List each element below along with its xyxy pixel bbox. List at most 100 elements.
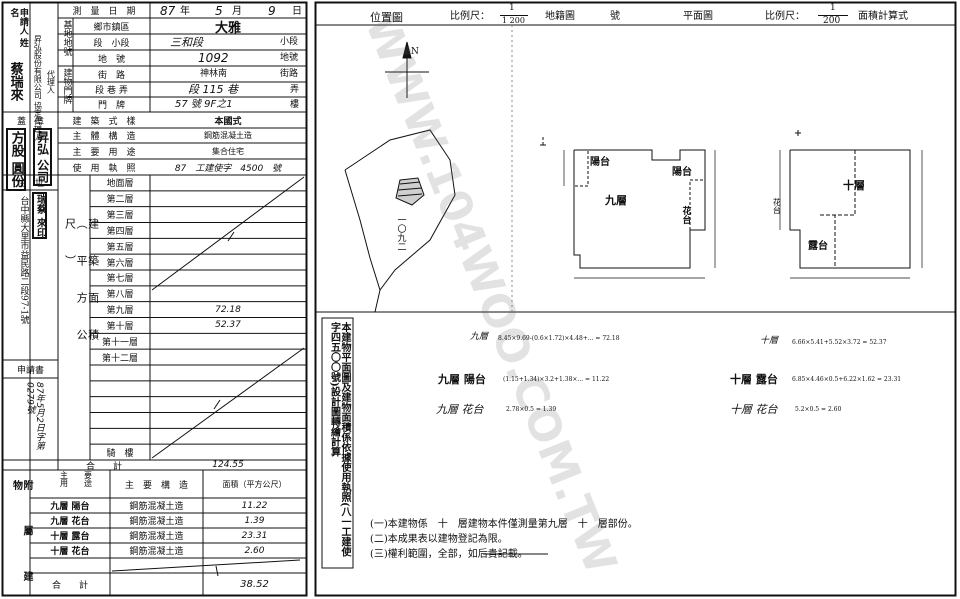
floor-area-value bbox=[150, 397, 306, 413]
floor-name bbox=[90, 365, 150, 381]
scale-den-2: 200 bbox=[823, 16, 841, 26]
terr10-label: 十層 露台 bbox=[730, 373, 778, 386]
location-label: 位置圖 bbox=[370, 11, 403, 24]
floor-area-value: 52.37 bbox=[215, 320, 241, 331]
floor-name: 第十層 bbox=[106, 321, 134, 332]
agent-note: 昇弘股份有限公司 協定代理人 bbox=[33, 35, 43, 142]
floor-name bbox=[90, 381, 150, 397]
main-use-label: 主 要 用 途 bbox=[72, 147, 136, 158]
floor-area-value bbox=[150, 270, 306, 286]
floor-name bbox=[90, 428, 150, 444]
acc-struct: 鋼筋混凝土造 bbox=[129, 532, 184, 542]
floor-name: 第六層 bbox=[106, 258, 134, 269]
floor-area-value bbox=[150, 381, 306, 397]
lane-label: 段 巷 弄 bbox=[95, 86, 128, 96]
watermark: WWW.104WOO.COM.TW bbox=[355, 7, 626, 581]
plan10-center: 十層 bbox=[843, 179, 865, 192]
watermark-text: WWW.104WOO.COM.TW bbox=[355, 7, 626, 581]
flw10-label: 十層 花台 bbox=[730, 403, 778, 416]
main-structure-label: 主 體 構 造 bbox=[72, 132, 136, 142]
calc-9-formula: 8.45×9.69-(0.6×1.72)×4.48+... = 72.18 bbox=[498, 335, 620, 342]
base-lot-label: 基地地號 bbox=[61, 20, 72, 56]
acc-area: 1.39 bbox=[244, 515, 265, 526]
agent-label: 代理人 bbox=[46, 70, 56, 94]
floor-area-value bbox=[150, 238, 306, 254]
building-style-label: 建 築 式 樣 bbox=[72, 116, 136, 127]
number-label: 門 牌 bbox=[97, 101, 125, 111]
terr10-formula: 6.85×4.46×0.5+6.22×1.62 = 23.31 bbox=[792, 376, 902, 383]
lane-value: 段 115 巷 bbox=[188, 83, 238, 96]
survey-day-unit: 日 bbox=[292, 6, 302, 17]
floor-area-value bbox=[150, 207, 306, 223]
scale-bar-1 bbox=[500, 15, 528, 16]
applicant-name: 蔡瑞來 bbox=[7, 62, 23, 101]
floor-area-value bbox=[150, 333, 306, 349]
flw9-label: 九層 花台 bbox=[436, 403, 484, 416]
plan9-balcony-right: 陽台 bbox=[672, 167, 692, 178]
street-label: 街 路 bbox=[97, 70, 125, 81]
plan9-center: 九層 bbox=[605, 194, 627, 207]
acc-head-area: 面積（平方公尺） bbox=[222, 479, 287, 489]
stamp-personal: 瑞蔡 來印 bbox=[32, 192, 47, 240]
acc-area: 11.22 bbox=[241, 500, 268, 511]
floor-area-value bbox=[150, 365, 306, 381]
floor-name: 第九層 bbox=[106, 306, 134, 317]
acc-struct: 鋼筋混凝土造 bbox=[129, 547, 184, 557]
number-unit: 樓 bbox=[290, 100, 300, 110]
accessory-label: 附 屬 建 物 bbox=[10, 480, 33, 597]
north-label: N bbox=[411, 47, 419, 57]
stamp-vertical: 本建物平面圖及建物面積係依據使用執照(八一工建使字四五〇〇號)設計圖轉繪計算 bbox=[328, 322, 351, 557]
acc-struct: 鋼筋混凝土造 bbox=[129, 517, 184, 527]
bal9-label: 九層 陽台 bbox=[438, 373, 486, 386]
applicant-header: 申請人 姓 名 bbox=[8, 8, 28, 57]
acc-area: 2.60 bbox=[244, 545, 265, 556]
number-value: 57 號 9F之1 bbox=[175, 99, 233, 110]
stamp-company-2: 昇弘 公司 bbox=[33, 128, 52, 187]
floor-name: 第十一層 bbox=[101, 337, 138, 348]
lot-label: 地 號 bbox=[97, 54, 125, 65]
plan-label: 平面圖 bbox=[683, 11, 713, 22]
scale-bar-2 bbox=[818, 15, 848, 16]
calc-10-label: 十層 bbox=[760, 336, 779, 346]
survey-date-label: 測 量 日 期 bbox=[72, 7, 136, 17]
acc-total-label: 合 計 bbox=[51, 580, 88, 591]
address-value: 台中縣大里市益民路二段97-1號 bbox=[18, 196, 29, 325]
application-label: 申請書 bbox=[16, 365, 44, 376]
lot-unit: 地號 bbox=[280, 53, 299, 63]
section-unit: 小段 bbox=[280, 37, 299, 47]
floor-area-value bbox=[150, 223, 306, 239]
section-label: 段 小段 bbox=[93, 38, 130, 49]
note-3: (三)權利範圍，全部，如后貴記載。 bbox=[370, 549, 528, 560]
survey-month: 5 bbox=[215, 4, 223, 18]
permit-label: 使 用 執 照 bbox=[72, 163, 136, 174]
floor-name: 第三層 bbox=[106, 211, 134, 222]
floor-area-value bbox=[150, 444, 306, 460]
calc-9-label: 九層 bbox=[470, 332, 489, 342]
plan9-balcony: 陽台 bbox=[590, 157, 610, 168]
floor-area-value bbox=[150, 286, 306, 302]
floor-area-value: 72.18 bbox=[215, 304, 241, 315]
survey-year: 87 bbox=[160, 4, 176, 18]
total-value: 124.55 bbox=[212, 460, 244, 470]
street-value: 神林南 bbox=[200, 69, 228, 79]
lot-value: 1092 bbox=[198, 51, 229, 65]
plan10-terrace: 露台 bbox=[808, 241, 828, 252]
survey-year-unit: 年 bbox=[180, 6, 190, 17]
floor-area-value bbox=[150, 349, 306, 365]
floor-name: 第十二層 bbox=[101, 353, 138, 364]
township-value: 大雅 bbox=[214, 20, 241, 36]
acc-area: 23.31 bbox=[241, 530, 268, 541]
scale-num-2: 1 bbox=[830, 3, 836, 13]
acc-use: 十層 花台 bbox=[50, 547, 90, 557]
total-label: 合 計 bbox=[85, 461, 122, 472]
bal9-formula: (1.15+1.34)×3.2+1.38×... = 11.22 bbox=[503, 376, 610, 383]
main-structure-value: 鋼筋混凝土造 bbox=[204, 131, 252, 140]
plan9-flower: 花台 bbox=[680, 206, 691, 224]
area-calc-label: 面積計算式 bbox=[858, 11, 908, 22]
floor-name bbox=[90, 413, 150, 429]
scale-den-1: 1 200 bbox=[502, 16, 525, 25]
lane-unit: 弄 bbox=[290, 85, 300, 95]
permit-value: 87 工建使字 4500 號 bbox=[174, 163, 282, 174]
section-value: 三和段 bbox=[170, 36, 203, 49]
